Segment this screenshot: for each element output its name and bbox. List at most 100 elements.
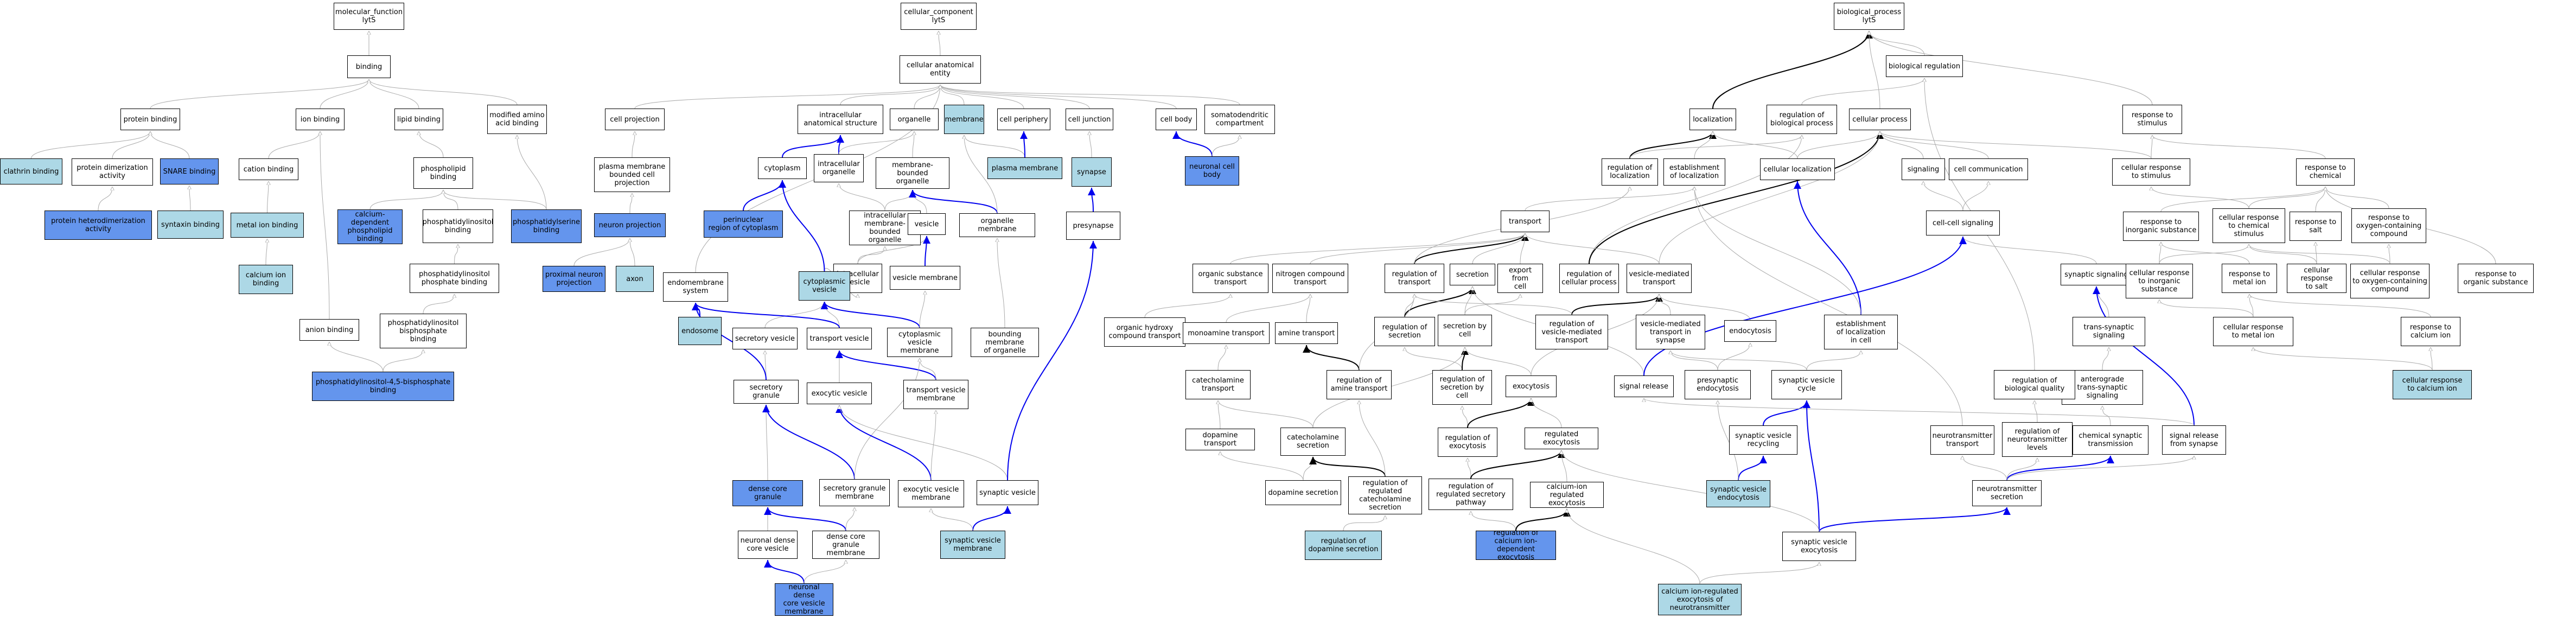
edge-regamine-to-aminetrans xyxy=(1303,345,1360,371)
node-phosphobind: phospholipid binding xyxy=(413,157,473,189)
node-transsynsig: trans-synaptic signaling xyxy=(2073,317,2145,346)
edge-transvesmem-to-transvesicle xyxy=(836,350,936,380)
node-transvesmem: transport vesicle membrane xyxy=(903,380,968,409)
edge-lipidbind-to-binding xyxy=(369,79,419,109)
edge-caregexoneuro-to-caregexo xyxy=(1567,509,1700,584)
edge-ndcvmem-to-neurdcv xyxy=(764,559,805,584)
node-respinorg: response to inorganic substance xyxy=(2123,212,2199,241)
node-endomem: endomembrane system xyxy=(663,272,728,302)
edge-cellrespoxy-to-cellrespchem xyxy=(2249,244,2390,264)
node-plasmamem: plasma membrane xyxy=(987,157,1062,179)
node-regcatechosec: regulation of regulated catecholamine se… xyxy=(1348,476,1422,514)
edge-presynendo-to-vesmedsynapse xyxy=(1670,350,1718,371)
node-transport: transport xyxy=(1501,211,1550,232)
node-mbo: membrane-bounded organelle xyxy=(876,157,949,189)
node-vesmem: vesicle membrane xyxy=(890,266,960,290)
node-protbind: protein binding xyxy=(120,109,180,130)
node-regregsecpath: regulation of regulated secretory pathwa… xyxy=(1429,479,1513,510)
edge-neurosec-to-signalreleasesyn xyxy=(2006,455,2194,481)
edge-intravesicle-to-imbo xyxy=(857,246,885,264)
edge-cellrespchem-to-cellrespstim xyxy=(2151,186,2249,209)
edge-caregexoneuro-to-synvesexo xyxy=(1699,562,1819,584)
edge-regloc-to-regbp xyxy=(1629,135,1802,159)
node-cytoplasm: cytoplasm xyxy=(758,157,807,179)
node-catechosec: catecholamine secretion xyxy=(1280,428,1346,456)
node-cellrespinorg: cellular response to inorganic substance xyxy=(2126,264,2193,298)
edge-regexocytosis-to-regsecbycell xyxy=(1462,406,1468,428)
node-synvescycle: synaptic vesicle cycle xyxy=(1771,370,1842,399)
edge-protbind-to-binding xyxy=(150,79,369,109)
edge-cation-to-ionbind xyxy=(268,131,320,159)
edge-synvesicle-to-exovesicle xyxy=(839,405,1008,481)
edge-axon-to-neuronproj xyxy=(630,238,635,266)
node-cellcellsig: cell-cell signaling xyxy=(1926,211,2000,235)
node-cellperiph: cell periphery xyxy=(997,109,1050,130)
edge-cellproj-to-cae xyxy=(634,84,940,109)
node-exovesicle: exocytic vesicle xyxy=(807,383,872,404)
node-signalrelease: signal release xyxy=(1614,375,1674,397)
edge-vesmedtrans-to-cellproc xyxy=(1659,131,1880,264)
edge-regsecbycell-to-regsecretion xyxy=(1405,347,1463,371)
node-intraorg: intracellular organelle xyxy=(814,154,864,182)
node-dopaminesec: dopamine secretion xyxy=(1265,480,1341,505)
node-somato: somatodendritic compartment xyxy=(1204,105,1275,134)
edge-secgranmem-to-cytovesmem xyxy=(854,358,920,480)
edge-respcalcium-to-respmetal xyxy=(2249,294,2431,317)
edge-establoc-to-localization xyxy=(1694,131,1713,159)
edge-ionbind-to-binding xyxy=(320,79,369,109)
edge-neurotranstrans-to-establoc xyxy=(1694,187,1963,426)
edge-regbp-to-bioreg xyxy=(1801,78,1924,105)
node-presynapse: presynapse xyxy=(1066,212,1120,240)
node-synvesrecyc: synaptic vesicle recycling xyxy=(1729,425,1797,455)
node-pmbcp: plasma membrane bounded cell projection xyxy=(594,157,670,192)
node-vesmedsynapse: vesicle-mediated transport in synapse xyxy=(1636,315,1705,349)
edge-intraorg-to-organelle xyxy=(838,131,914,155)
node-synapse: synapse xyxy=(1072,157,1112,187)
edge-regcadepexo-to-regregsecpath xyxy=(1471,511,1516,531)
node-regbp: regulation of biological process xyxy=(1767,105,1837,134)
node-establoc: establishment of localization xyxy=(1663,158,1725,186)
edge-regneurolevels-to-regbioqual xyxy=(2035,400,2038,423)
node-secbycell: secretion by cell xyxy=(1438,315,1492,346)
edge-cellrespstim-to-cellproc xyxy=(1880,131,2152,159)
node-regneurolevels: regulation of neurotransmitter levels xyxy=(2002,422,2073,457)
edge-regloc-to-localization xyxy=(1629,131,1717,159)
node-snare: SNARE binding xyxy=(160,158,219,184)
edge-vesmedsynapse-to-vesmedtrans xyxy=(1659,294,1671,315)
node-phosinosbis: phosphatidylinositol bisphosphate bindin… xyxy=(380,314,467,348)
node-protdimer: protein dimerization activity xyxy=(72,158,153,186)
node-respcalcium: response to calcium ion xyxy=(2401,317,2460,346)
edge-transvesicle-to-endomem xyxy=(692,302,840,328)
node-clathrin: clathrin binding xyxy=(0,158,62,184)
edge-boundingmem-to-orgmem xyxy=(997,238,1005,328)
node-organelle: organelle xyxy=(890,109,939,130)
edge-pip2-to-anion xyxy=(329,341,384,372)
node-lipidbind: lipid binding xyxy=(394,109,443,130)
edge-nitrogentrans-to-transport xyxy=(1310,233,1525,264)
edge-cellrespmetal-to-cellrespinorg xyxy=(2159,299,2254,317)
edge-organelle-to-cae xyxy=(914,85,940,109)
edge-neurosec-to-chemsyntrans xyxy=(2006,455,2114,481)
node-cellrespstim: cellular response to stimulus xyxy=(2112,158,2190,186)
edge-cellproc-to-bp xyxy=(1869,31,1880,109)
edge-anion-to-ionbind xyxy=(320,131,330,320)
edge-anterograde-to-transsynsig xyxy=(2102,347,2109,371)
node-calciumion: calcium ion binding xyxy=(239,265,293,294)
node-signaling: signaling xyxy=(1902,158,1945,180)
node-regulatedexo: regulated exocytosis xyxy=(1525,428,1598,449)
edge-pmbcp-to-cellproj xyxy=(632,131,635,158)
node-cadepphos: calcium-dependent phospholipid binding xyxy=(337,209,403,244)
node-neurosec: neurotransmitter secretion xyxy=(1972,480,2042,506)
node-cytovesmem: cytoplasmic vesicle membrane xyxy=(887,328,952,357)
edge-endocytosis-to-vesmedtrans xyxy=(1659,294,1751,321)
edge-secgranule-to-endomem xyxy=(692,302,767,380)
edge-cellrespsalt-to-respsalt xyxy=(2316,242,2317,264)
node-aminetrans: amine transport xyxy=(1275,322,1338,344)
edge-regulatedexo-to-exocytosis xyxy=(1531,398,1562,428)
node-neuronproj: neuron projection xyxy=(594,213,666,237)
edge-synvesexo-to-neurosec xyxy=(1819,507,2011,532)
edge-orgsubtrans-to-transport xyxy=(1230,233,1525,264)
edge-syntaxin-to-snare xyxy=(189,186,190,211)
edge-regvesmed-to-regtrans xyxy=(1414,294,1572,315)
node-axon: axon xyxy=(616,266,654,292)
